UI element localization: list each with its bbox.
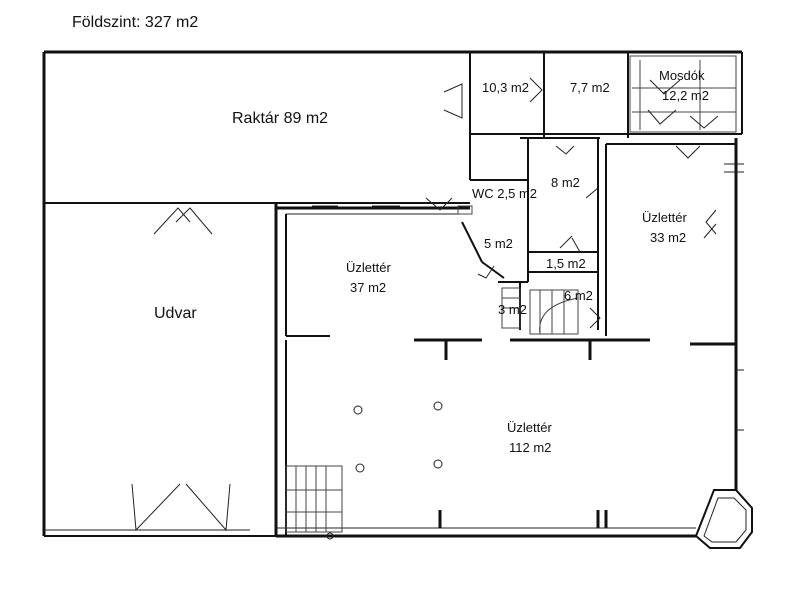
- corner-bay-walls: [695, 369, 753, 549]
- mosdok-area-label: 12,2 m2: [662, 88, 709, 103]
- storage-room-walls: [42, 50, 742, 536]
- room-5-label: 5 m2: [484, 236, 513, 251]
- shop-33-walls: [606, 138, 744, 490]
- room-7-label: 7,7 m2: [570, 80, 610, 95]
- room-1-5-label: 1,5 m2: [546, 256, 586, 271]
- shop-112-name-label: Üzlettér: [507, 420, 552, 435]
- shop-37-name-label: Üzlettér: [346, 260, 391, 275]
- small-rooms-walls: [470, 52, 743, 138]
- shop-37-area-label: 37 m2: [350, 280, 386, 295]
- shop-33-area-label: 33 m2: [650, 230, 686, 245]
- mosdok-name-label: Mosdók: [659, 68, 705, 83]
- shop-33-name-label: Üzlettér: [642, 210, 687, 225]
- udvar-label: Udvar: [154, 305, 197, 322]
- shop-hall-walls: [276, 197, 736, 540]
- core-rooms-walls: [461, 137, 607, 336]
- room-6-label: 6 m2: [564, 288, 593, 303]
- room-8-label: 8 m2: [551, 175, 580, 190]
- floor-title: Földszint: 327 m2: [72, 14, 199, 31]
- raktar-label: Raktár 89 m2: [232, 110, 328, 127]
- room-10-label: 10,3 m2: [482, 80, 529, 95]
- wc-label: WC 2,5 m2: [472, 186, 537, 201]
- courtyard-walls: [44, 203, 278, 537]
- room-3-label: 3 m2: [498, 302, 527, 317]
- shop-112-area-label: 112 m2: [509, 440, 551, 455]
